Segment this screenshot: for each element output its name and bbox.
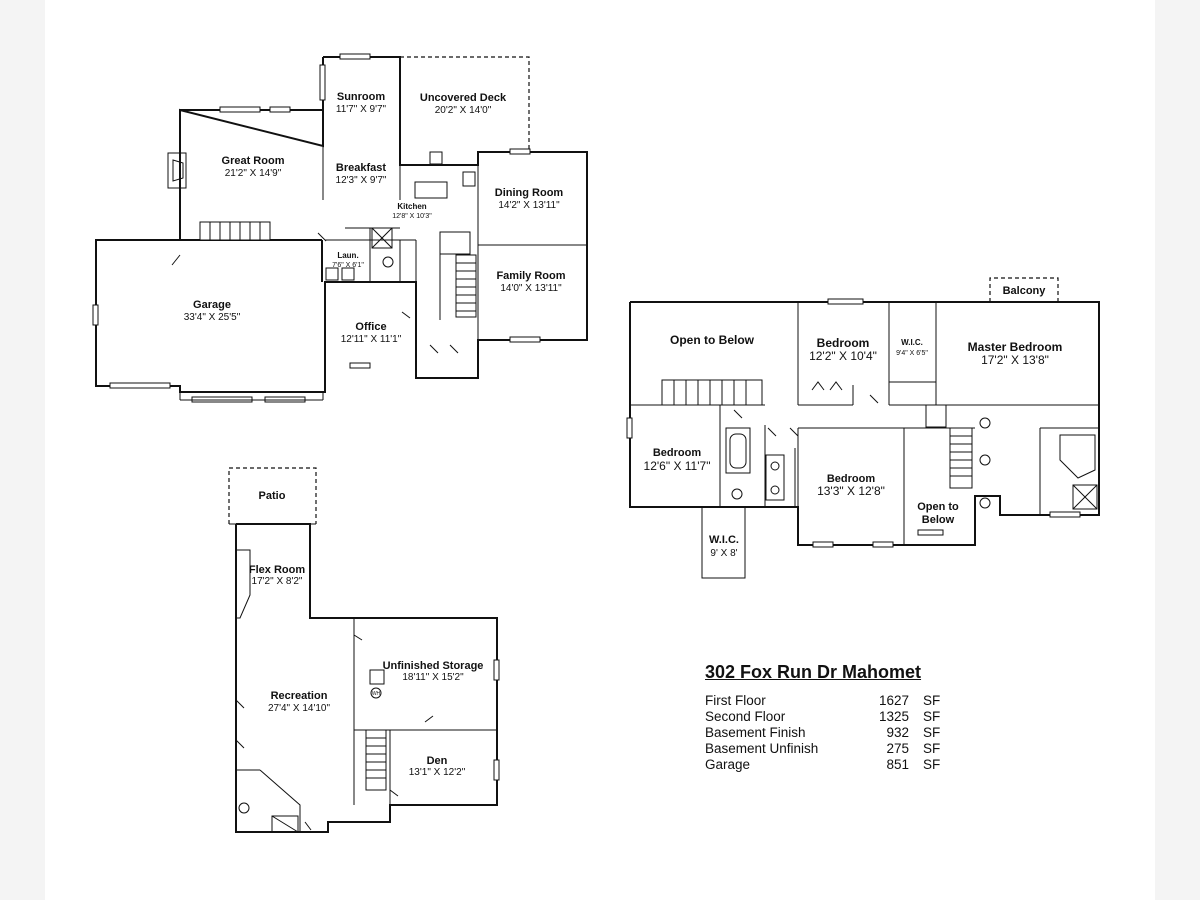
summary-label: Basement Finish bbox=[705, 725, 806, 740]
room-dims-sunroom: 11'7" X 9'7" bbox=[336, 104, 387, 115]
summary-unit: SF bbox=[923, 709, 941, 724]
summary-label: First Floor bbox=[705, 693, 766, 708]
room-name-bedroom-3: Bedroom bbox=[827, 473, 876, 485]
room-name-den: Den bbox=[427, 755, 448, 767]
room-name-balcony: Balcony bbox=[1003, 285, 1047, 297]
basement-plan: WH bbox=[228, 467, 500, 833]
room-dims-great: 21'2" X 14'9" bbox=[225, 168, 282, 179]
room-name-wic-2: W.I.C. bbox=[709, 534, 739, 546]
summary-unit: SF bbox=[923, 693, 941, 708]
room-dims-master-bedroom: 17'2" X 13'8" bbox=[981, 353, 1049, 367]
summary-value: 1627 bbox=[878, 693, 909, 708]
room-name-breakfast: Breakfast bbox=[336, 162, 386, 174]
summary-unit: SF bbox=[923, 741, 941, 756]
summary-label: Basement Unfinish bbox=[705, 741, 819, 756]
summary-value: 275 bbox=[886, 741, 909, 756]
room-dims-wic-2: 9' X 8' bbox=[710, 548, 737, 559]
first-floor-plan bbox=[92, 53, 588, 403]
summary-value: 851 bbox=[886, 757, 909, 772]
summary-row-second-floor: Second Floor 1325 SF bbox=[705, 709, 975, 725]
summary-value: 1325 bbox=[878, 709, 909, 724]
summary-unit: SF bbox=[923, 757, 941, 772]
first-floor-labels: Sunroom 11'7" X 9'7" Uncovered Deck 20'2… bbox=[184, 91, 566, 345]
room-name-open-to-below-2a: Open to bbox=[917, 501, 959, 513]
room-dims-bedroom-2: 12'6" X 11'7" bbox=[644, 459, 711, 473]
area-summary: 302 Fox Run Dr Mahomet First Floor 1627 … bbox=[705, 662, 975, 773]
room-dims-dining: 14'2" X 13'11" bbox=[498, 200, 560, 211]
room-dims-office: 12'11" X 11'1" bbox=[341, 334, 402, 345]
second-floor-labels: Balcony Open to Below Bedroom 12'2" X 10… bbox=[644, 285, 1063, 559]
room-name-master-bedroom: Master Bedroom bbox=[968, 340, 1063, 354]
room-dims-family: 14'0" X 13'11" bbox=[500, 283, 562, 294]
room-name-office: Office bbox=[355, 321, 386, 333]
room-name-sunroom: Sunroom bbox=[337, 91, 385, 103]
room-dims-wic-1: 9'4" X 6'5" bbox=[896, 350, 928, 357]
room-dims-garage: 33'4" X 25'5" bbox=[184, 312, 241, 323]
room-name-deck: Uncovered Deck bbox=[420, 92, 507, 104]
summary-row-first-floor: First Floor 1627 SF bbox=[705, 693, 975, 709]
room-name-laundry: Laun. bbox=[337, 251, 358, 260]
room-dims-den: 13'1" X 12'2" bbox=[409, 767, 466, 778]
room-name-open-to-below-1: Open to Below bbox=[670, 333, 755, 347]
summary-row-garage: Garage 851 SF bbox=[705, 757, 975, 773]
summary-unit: SF bbox=[923, 725, 941, 740]
room-dims-bedroom-3: 13'3" X 12'8" bbox=[817, 484, 885, 498]
room-name-wic-1: W.I.C. bbox=[901, 338, 923, 347]
room-dims-deck: 20'2" X 14'0" bbox=[435, 105, 492, 116]
basement-labels: Patio Flex Room 17'2" X 8'2" Unfinished … bbox=[249, 490, 484, 778]
room-name-bedroom-2: Bedroom bbox=[653, 447, 702, 459]
room-dims-recreation: 27'4" X 14'10" bbox=[268, 703, 331, 714]
room-name-flex: Flex Room bbox=[249, 564, 305, 576]
room-name-bedroom-1: Bedroom bbox=[817, 336, 870, 350]
summary-row-basement-finish: Basement Finish 932 SF bbox=[705, 725, 975, 741]
room-name-storage: Unfinished Storage bbox=[383, 660, 484, 672]
water-heater-symbol: WH bbox=[372, 691, 381, 697]
room-name-great: Great Room bbox=[222, 155, 285, 167]
room-name-family: Family Room bbox=[496, 270, 565, 282]
summary-label: Second Floor bbox=[705, 709, 786, 724]
room-dims-kitchen: 12'8" X 10'3" bbox=[392, 213, 432, 220]
summary-row-basement-unfinish: Basement Unfinish 275 SF bbox=[705, 741, 975, 757]
property-title: 302 Fox Run Dr Mahomet bbox=[705, 662, 922, 682]
room-name-garage: Garage bbox=[193, 299, 231, 311]
room-dims-storage: 18'11" X 15'2" bbox=[402, 672, 464, 683]
summary-label: Garage bbox=[705, 757, 751, 772]
room-name-patio: Patio bbox=[259, 490, 286, 502]
room-name-recreation: Recreation bbox=[271, 690, 328, 702]
second-floor-plan bbox=[626, 277, 1100, 579]
summary-value: 932 bbox=[886, 725, 909, 740]
room-name-open-to-below-2b: Below bbox=[922, 514, 955, 526]
room-name-dining: Dining Room bbox=[495, 187, 564, 199]
room-dims-laundry: 7'6" X 6'1" bbox=[332, 262, 364, 269]
room-dims-breakfast: 12'3" X 9'7" bbox=[336, 175, 387, 186]
room-dims-flex: 17'2" X 8'2" bbox=[252, 576, 303, 587]
room-name-kitchen: Kitchen bbox=[397, 202, 426, 211]
room-dims-bedroom-1: 12'2" X 10'4" bbox=[809, 349, 877, 363]
